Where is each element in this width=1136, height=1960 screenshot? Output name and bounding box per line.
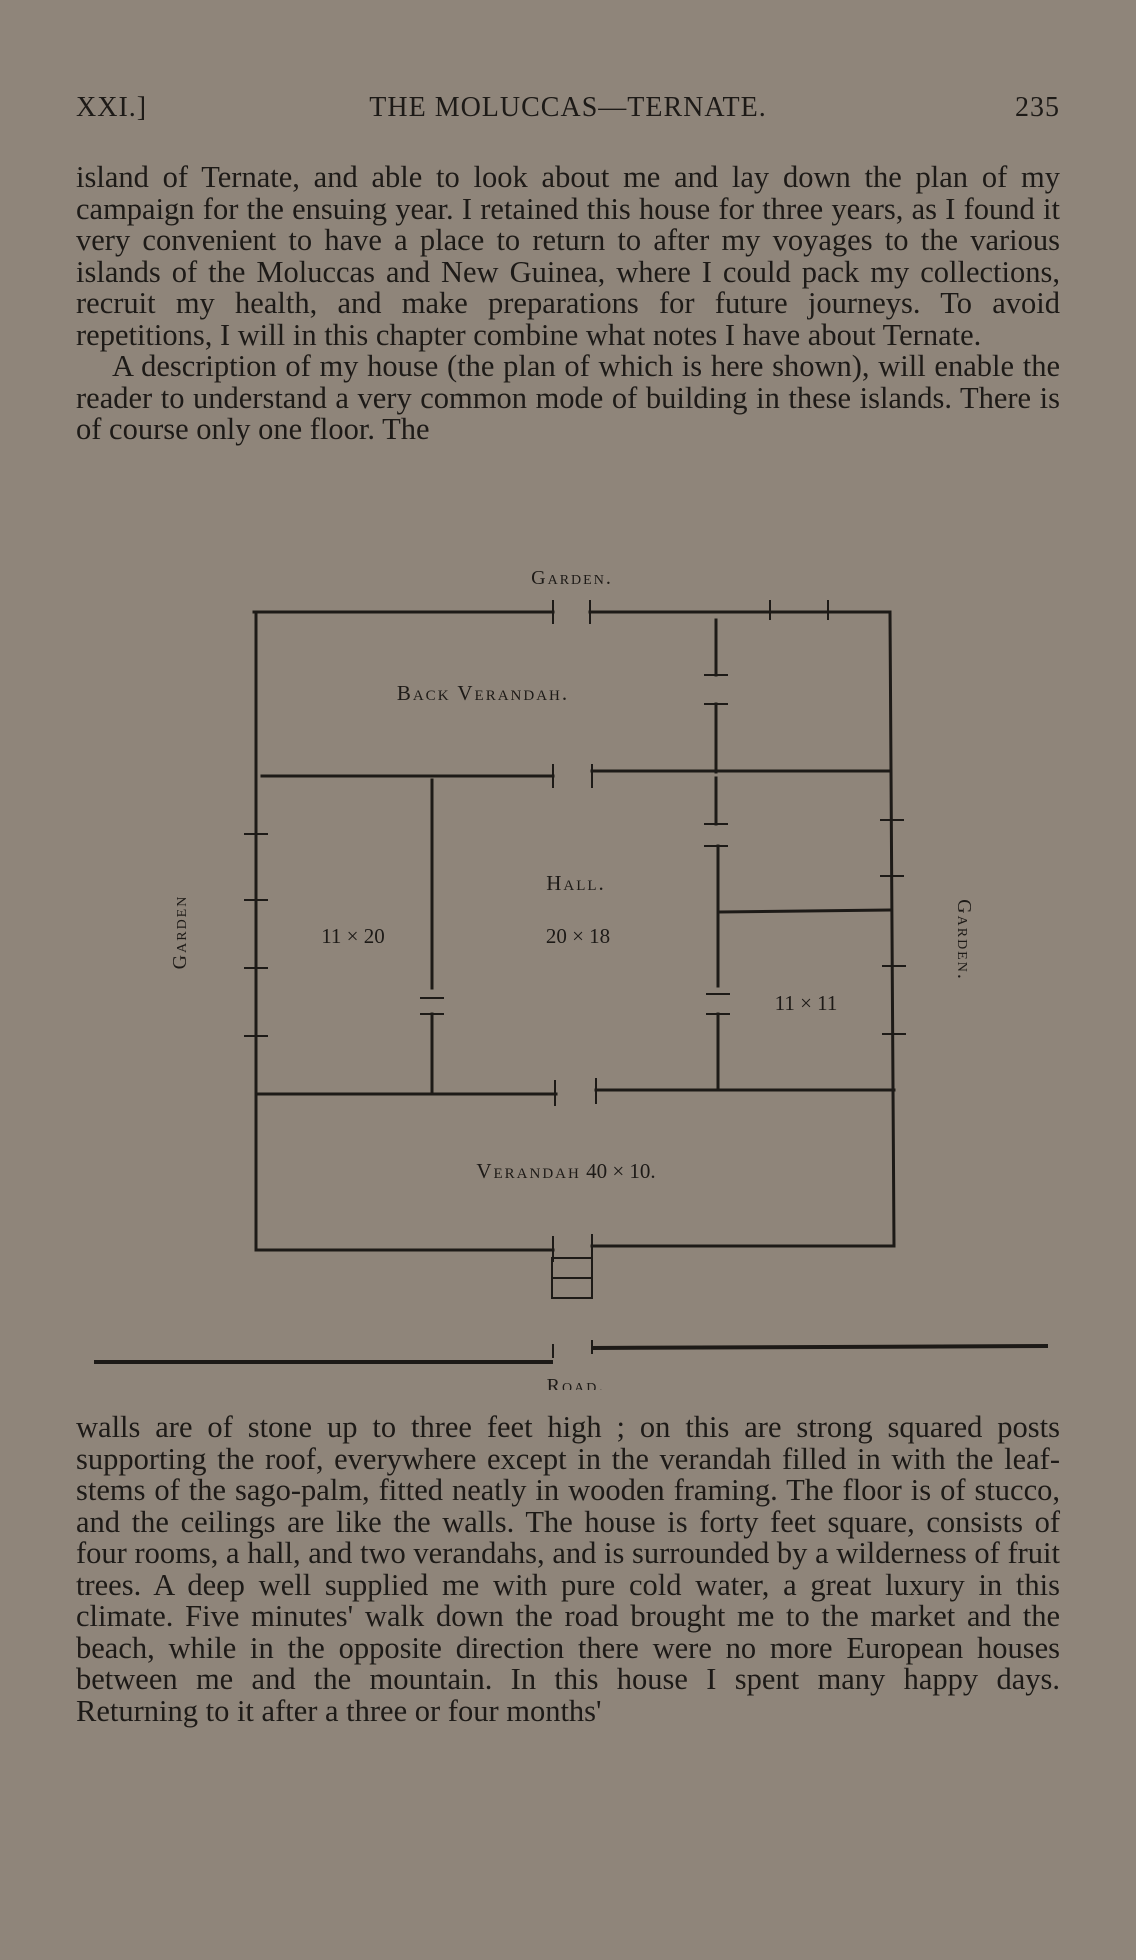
- paragraph: island of Ternate, and able to look abou…: [76, 160, 1060, 352]
- page-number: 235: [1015, 92, 1060, 123]
- garden-left-label: Garden: [169, 895, 191, 970]
- paragraph: A description of my house (the plan of w…: [76, 349, 1060, 446]
- road-line-right: [591, 1344, 1049, 1350]
- body-text-top: island of Ternate, and able to look abou…: [76, 160, 1060, 446]
- paragraph: walls are of stone up to three feet high…: [76, 1410, 1060, 1728]
- body-text-bottom: walls are of stone up to three feet high…: [76, 1410, 1060, 1728]
- outer-wall-right: [888, 610, 896, 1248]
- road-label: Road.: [547, 1375, 606, 1390]
- running-title: THE MOLUCCAS—TERNATE.: [369, 92, 767, 123]
- back-verandah-label: Back Verandah.: [397, 681, 569, 705]
- page-header: XXI.] THE MOLUCCAS—TERNATE. 235: [76, 92, 1060, 132]
- left-room-size: 11 × 20: [321, 924, 385, 948]
- house-floor-plan: Garden. Back Verandah. Hall. 20 × 18 11 …: [94, 567, 1049, 1390]
- verandah-label: Verandah 40 × 10.: [476, 1159, 655, 1183]
- chapter-number: XXI.]: [76, 92, 148, 123]
- hall-size: 20 × 18: [546, 924, 610, 948]
- garden-right-label: Garden.: [953, 899, 975, 981]
- right-room-size: 11 × 11: [775, 991, 838, 1015]
- small-room-wall: [718, 908, 892, 914]
- garden-top-label: Garden.: [531, 567, 613, 589]
- hall-label: Hall.: [546, 871, 606, 895]
